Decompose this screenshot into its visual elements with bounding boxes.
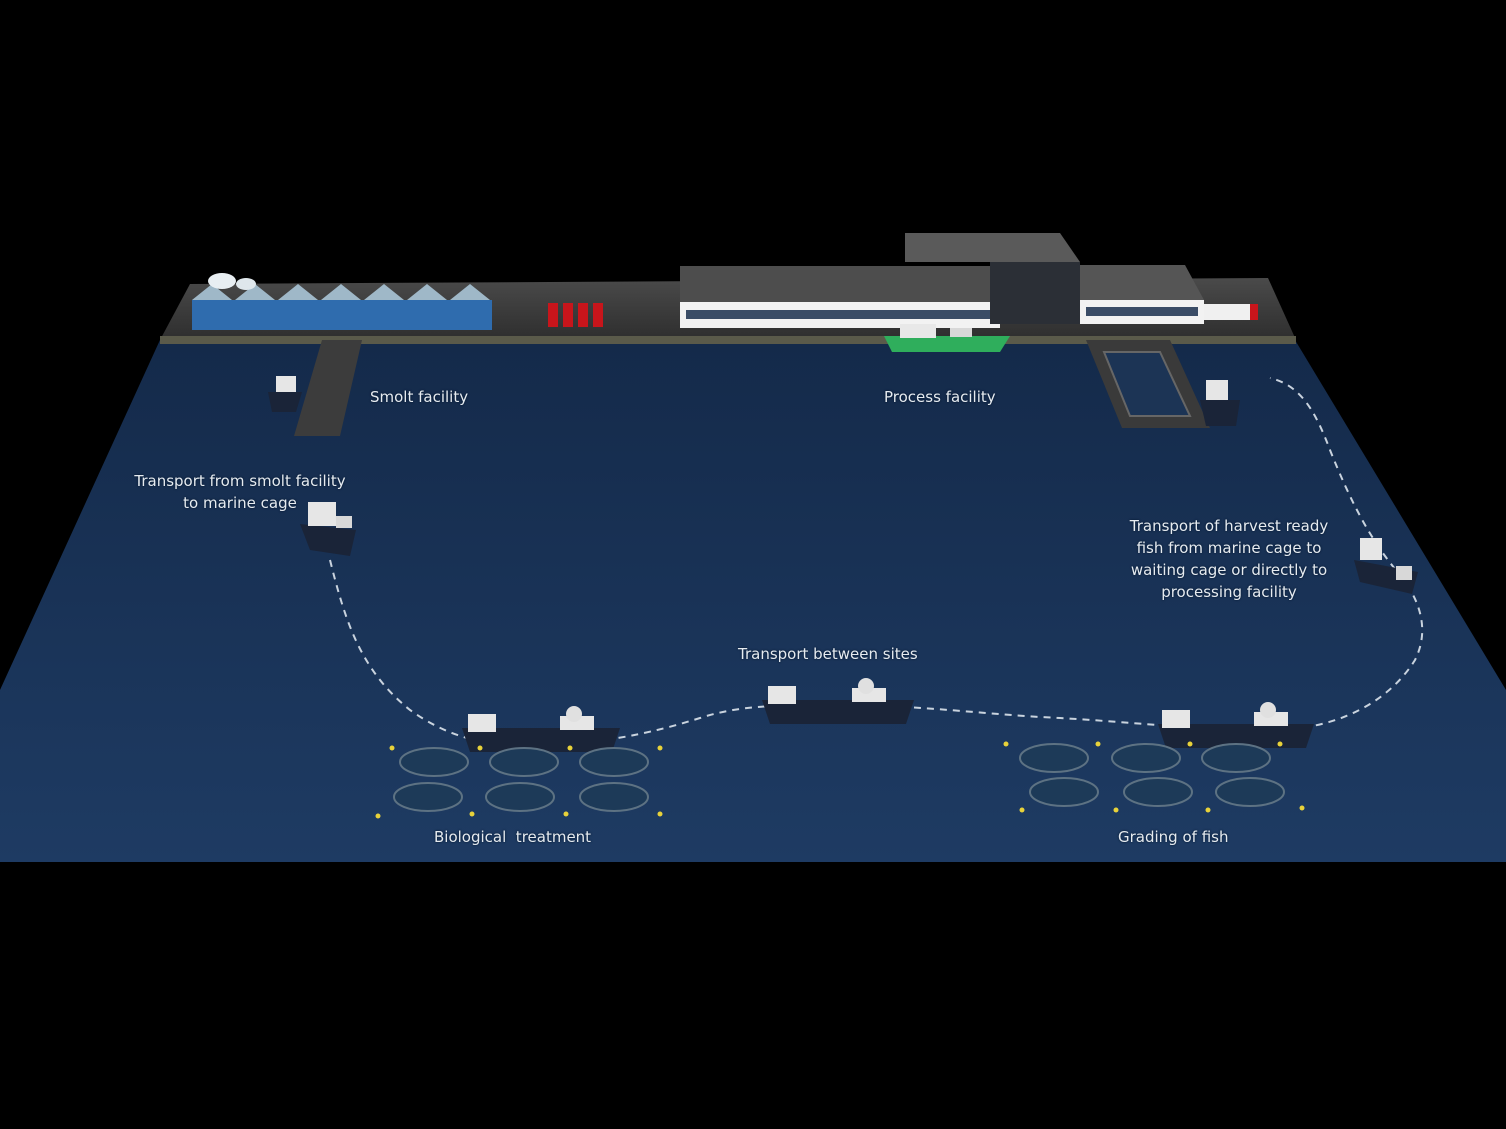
label-transport-harvest-line-4: processing facility [1161,583,1297,601]
label-transport-harvest: Transport of harvest ready fish from mar… [1120,515,1338,603]
label-transport-harvest-line-1: Transport of harvest ready [1129,517,1329,535]
transport-route [329,377,1424,747]
label-transport-between: Transport between sites [738,645,918,663]
sea-surface [0,340,1506,862]
vessel-harvest-transport [1354,538,1418,594]
vessel-grading [1158,702,1314,748]
label-transport-smolt: Transport from smolt facility to marine … [125,470,355,514]
vessel-smolt-pier [268,376,302,412]
smolt-pier [294,340,362,436]
vessel-process-pier [1200,380,1240,426]
cages-biological [393,747,649,812]
buoys-grading [1003,741,1305,813]
label-transport-smolt-line-1: Transport from smolt facility [134,472,346,490]
label-transport-harvest-line-3: waiting cage or directly to [1130,561,1328,579]
smolt-sheds [192,273,492,330]
containers [548,303,603,327]
process-building [680,233,1258,328]
label-transport-harvest-line-2: fish from marine cage to [1136,539,1322,557]
quay-edge [160,336,1296,344]
label-smolt-facility: Smolt facility [370,388,469,406]
vessel-smolt-transport [300,502,356,556]
vessel-biological [462,706,620,752]
label-transport-smolt-line-2: to marine cage [183,494,297,512]
cages-grading [1019,743,1285,807]
vessel-between-sites [762,678,914,724]
label-process-facility: Process facility [884,388,996,406]
waiting-cage-pier [1086,340,1210,428]
buoys-biological [375,745,663,819]
label-grading: Grading of fish [1118,828,1229,846]
green-vessel [884,324,1010,352]
label-biological-treatment: Biological treatment [434,828,592,846]
